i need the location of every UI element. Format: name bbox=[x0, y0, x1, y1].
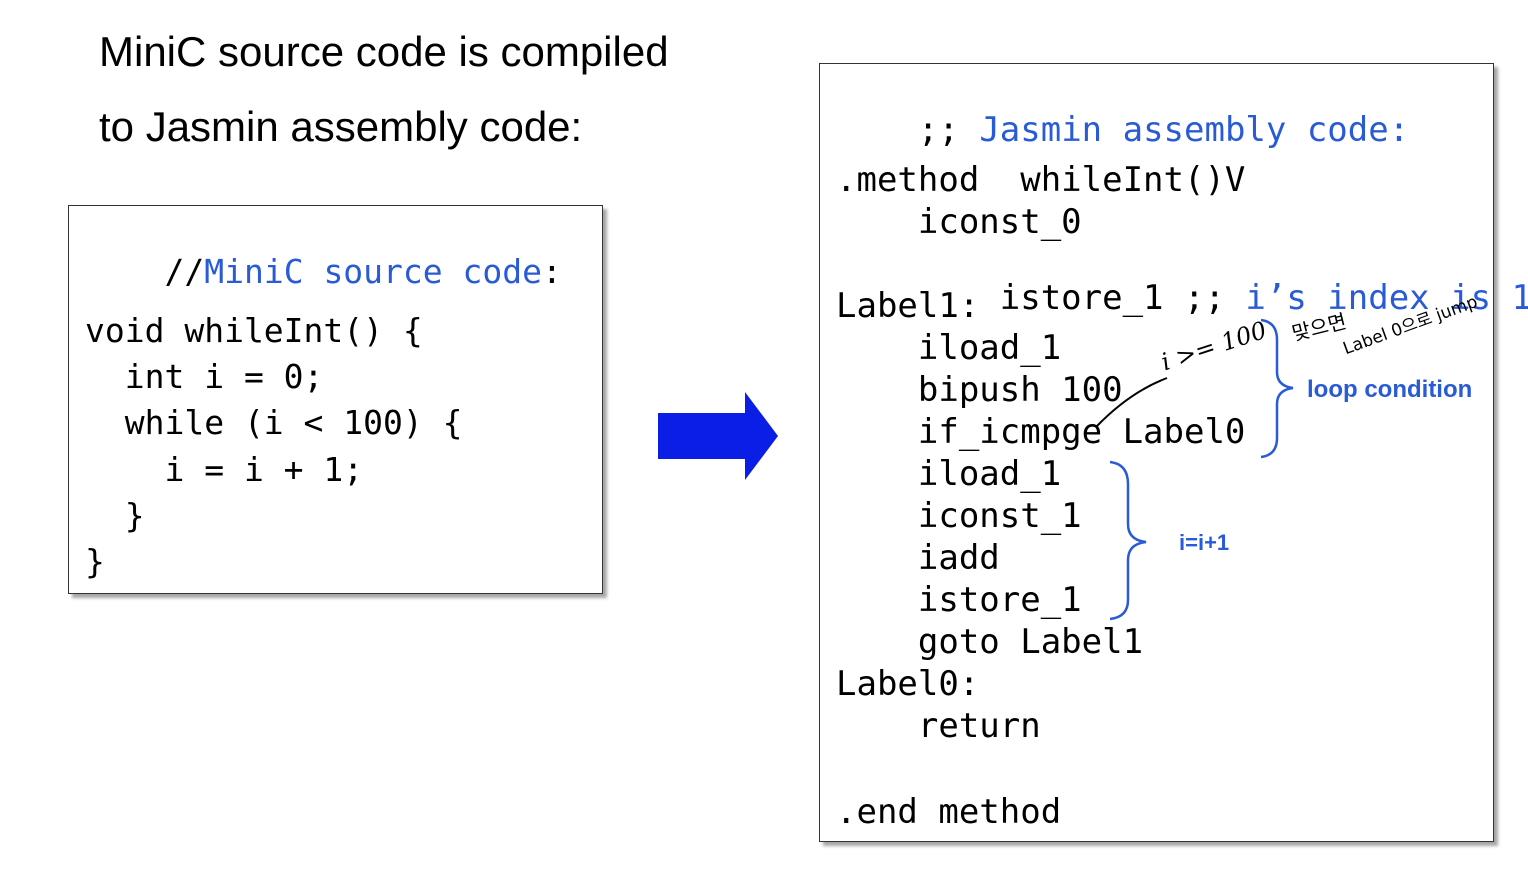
minic-source-box: //MiniC source code: void whileInt() { i… bbox=[68, 205, 603, 594]
assembly-comment-prefix: ;; bbox=[917, 110, 980, 150]
assembly-line-iload1-b: iload_1 bbox=[836, 454, 1062, 494]
assembly-line-bipush: bipush 100 bbox=[836, 370, 1123, 410]
assembly-line-label1: Label1: bbox=[836, 286, 980, 326]
assembly-line-iadd: iadd bbox=[836, 538, 1000, 578]
heading-line-2: to Jasmin assembly code: bbox=[99, 103, 583, 150]
source-line: int i = 0; bbox=[85, 357, 324, 396]
istore1-code: istore_1 ;; bbox=[917, 278, 1246, 318]
source-comment: //MiniC source code: bbox=[85, 222, 562, 321]
assembly-line-iconst1: iconst_1 bbox=[836, 496, 1082, 536]
source-line: } bbox=[85, 542, 105, 581]
assembly-line-goto: goto Label1 bbox=[836, 622, 1144, 662]
assembly-line-istore1-b: istore_1 bbox=[836, 580, 1082, 620]
increment-brace bbox=[1109, 460, 1147, 621]
assembly-line-istore1: istore_1 ;; i’s index is 1 bbox=[836, 247, 1528, 349]
istore1-comment: i’s index is 1 bbox=[1245, 278, 1528, 318]
assembly-line-iconst0: iconst_0 bbox=[836, 202, 1082, 242]
source-line: void whileInt() { bbox=[85, 311, 423, 350]
source-line: while (i < 100) { bbox=[85, 403, 463, 442]
assembly-line-method: .method whileInt()V bbox=[836, 160, 1246, 200]
increment-label: i=i+1 bbox=[1179, 530, 1230, 555]
right-arrow-icon bbox=[658, 392, 778, 480]
assembly-line-return: return bbox=[836, 706, 1041, 746]
assembly-line-iload1: iload_1 bbox=[836, 328, 1062, 368]
assembly-comment-text: Jasmin assembly code: bbox=[979, 110, 1410, 150]
source-comment-text: MiniC source code bbox=[204, 252, 542, 291]
source-comment-prefix: // bbox=[164, 252, 205, 291]
source-line: } bbox=[85, 496, 145, 535]
assembly-line-if-icmpge: if_icmpge Label0 bbox=[836, 412, 1246, 452]
loop-condition-label: loop condition bbox=[1307, 376, 1473, 403]
source-line: i = i + 1; bbox=[85, 450, 364, 489]
loop-condition-brace bbox=[1260, 318, 1294, 459]
handwritten-pointer-line bbox=[1096, 377, 1168, 427]
source-comment-suffix: : bbox=[542, 252, 562, 291]
assembly-line-end-method: .end method bbox=[836, 792, 1062, 832]
jasmin-assembly-box: ;; Jasmin assembly code: .method whileIn… bbox=[819, 63, 1528, 842]
assembly-comment: ;; Jasmin assembly code: bbox=[836, 79, 1409, 181]
heading-line-1: MiniC source code is compiled bbox=[99, 28, 669, 75]
assembly-line-label0: Label0: bbox=[836, 664, 980, 704]
